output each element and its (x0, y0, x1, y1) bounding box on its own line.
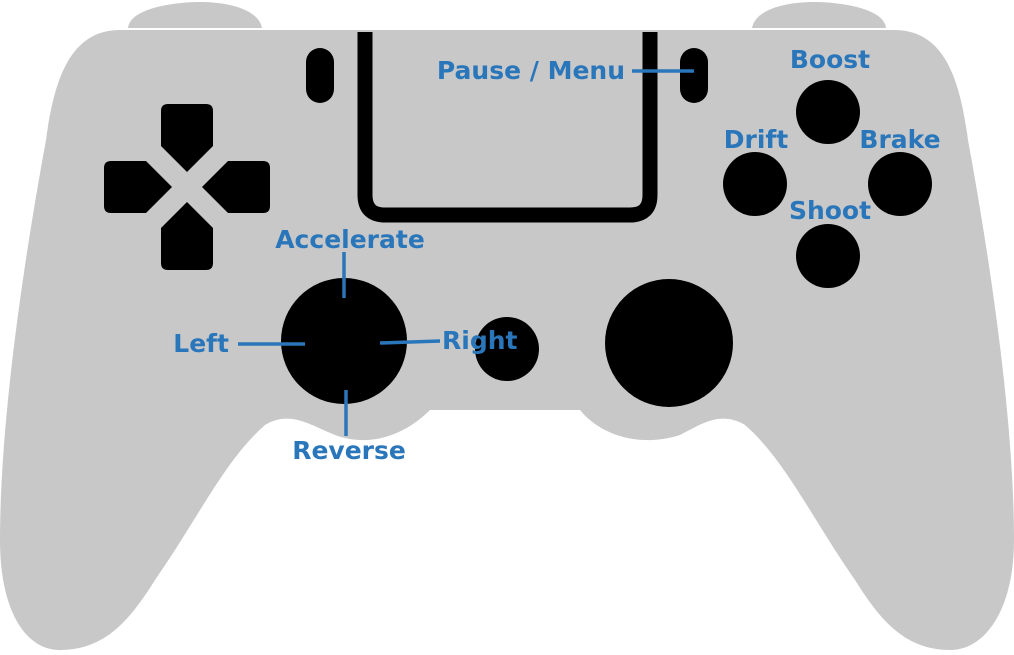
left-joystick[interactable] (281, 278, 407, 404)
dpad-down[interactable] (161, 202, 213, 270)
dpad-right[interactable] (202, 161, 270, 213)
leader-lines (238, 69, 694, 436)
share-button[interactable] (306, 48, 334, 103)
face-button-right[interactable] (868, 152, 932, 216)
labels: Pause / Menu Boost Drift Brake Shoot Acc… (173, 45, 940, 465)
label-left: Left (173, 329, 229, 358)
label-pause-menu: Pause / Menu (437, 56, 625, 85)
label-brake: Brake (859, 125, 940, 154)
label-shoot: Shoot (789, 196, 871, 225)
right-joystick[interactable] (605, 279, 733, 407)
right-shoulder-bumper[interactable] (752, 2, 886, 28)
dpad-icon (104, 104, 270, 270)
label-accelerate: Accelerate (275, 225, 425, 254)
label-right: Right (442, 326, 518, 355)
label-drift: Drift (724, 125, 789, 154)
dpad-left[interactable] (104, 161, 172, 213)
options-button[interactable] (680, 48, 708, 103)
left-shoulder-bumper[interactable] (128, 2, 262, 28)
dpad-up[interactable] (161, 104, 213, 172)
touchpad[interactable] (357, 32, 658, 223)
face-button-left[interactable] (723, 152, 787, 216)
label-boost: Boost (790, 45, 870, 74)
home-button[interactable] (475, 317, 539, 381)
face-button-bottom[interactable] (796, 224, 860, 288)
right-leader (379, 339, 441, 345)
label-reverse: Reverse (292, 436, 406, 465)
face-button-top[interactable] (796, 80, 860, 144)
